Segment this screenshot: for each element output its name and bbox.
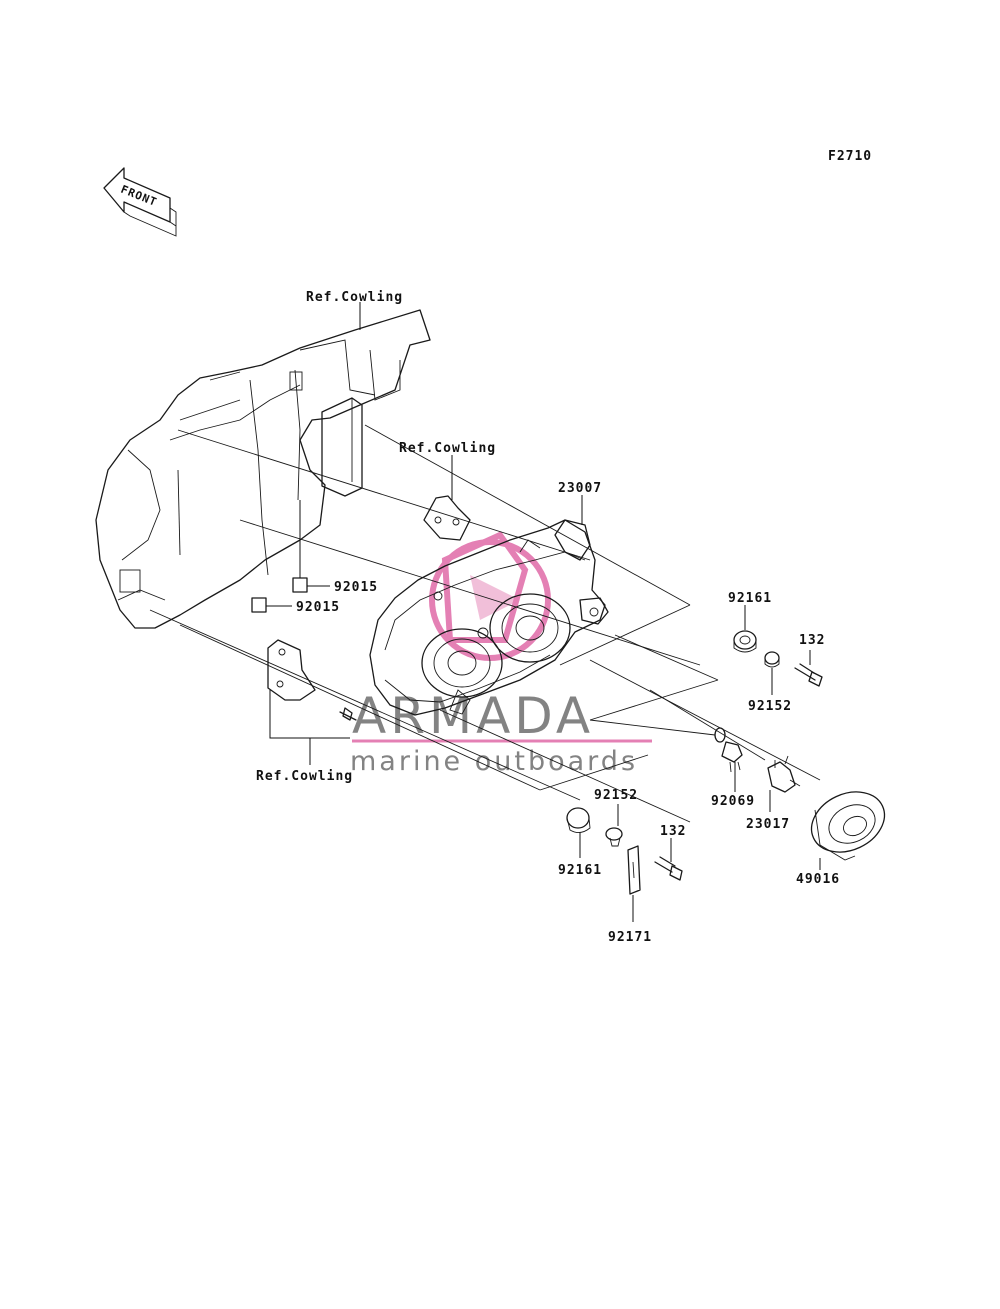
label-92152-b: 92152 — [594, 788, 638, 803]
part-labels: Ref.Cowling Ref.Cowling Ref.Cowling 2300… — [256, 290, 840, 945]
label-132-a: 132 — [799, 633, 825, 648]
watermark-emblem-icon — [429, 531, 551, 661]
label-49016: 49016 — [796, 872, 840, 887]
label-92015-b: 92015 — [296, 600, 340, 615]
label-ref-cowling-top: Ref.Cowling — [306, 290, 403, 305]
clip-92015-lower — [251, 597, 267, 613]
bulb-92069 — [714, 727, 743, 773]
label-ref-cowling-bottom: Ref.Cowling — [256, 769, 353, 784]
bolt-132-lower — [654, 856, 683, 881]
strap-92171 — [627, 845, 641, 895]
cowling-bracket-bottom — [267, 639, 316, 701]
collar-92152-lower — [605, 827, 623, 847]
cap-49016 — [810, 791, 886, 861]
socket-23017 — [767, 755, 801, 793]
front-arrow-icon: FRONT — [103, 167, 177, 237]
screw-small — [339, 707, 357, 721]
front-arrow-label: FRONT — [119, 183, 159, 209]
label-92161-a: 92161 — [728, 591, 772, 606]
label-23007: 23007 — [558, 481, 602, 496]
headlight-assembly-23007 — [369, 519, 609, 716]
bolt-132-right — [794, 663, 823, 687]
leader-lines — [266, 302, 821, 922]
label-23017: 23017 — [746, 817, 790, 832]
diagram-code: F2710 — [828, 149, 872, 164]
label-132-b: 132 — [660, 824, 686, 839]
collar-92152-right — [764, 651, 780, 668]
cowling-bracket-mid — [321, 397, 471, 541]
grommet-92161-right — [733, 630, 757, 653]
label-92015-a: 92015 — [334, 580, 378, 595]
label-92069: 92069 — [711, 794, 755, 809]
label-92152-a: 92152 — [748, 699, 792, 714]
clip-92015-upper — [292, 577, 308, 593]
label-92171: 92171 — [608, 930, 652, 945]
label-92161-b: 92161 — [558, 863, 602, 878]
alignment-guides — [149, 424, 821, 823]
grommet-92161-lower — [566, 807, 591, 833]
label-ref-cowling-mid: Ref.Cowling — [399, 441, 496, 456]
cowling-frame — [95, 309, 431, 629]
